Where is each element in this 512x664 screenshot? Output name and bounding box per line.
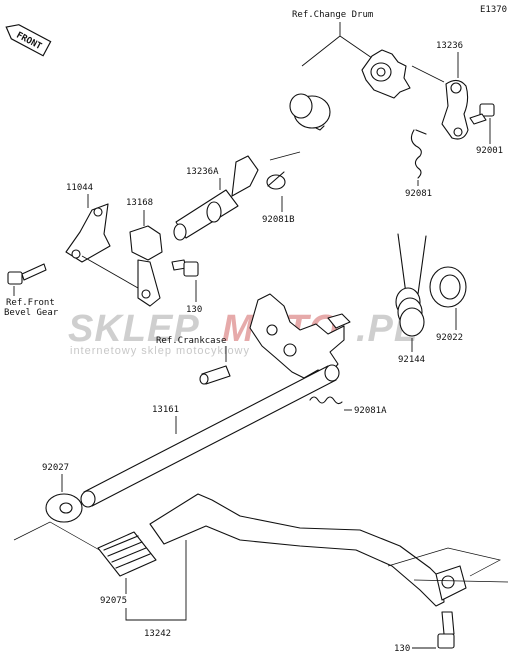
change-drum-cam xyxy=(289,93,331,131)
crankcase-pin xyxy=(199,365,231,385)
shift-plate-assembly xyxy=(249,293,351,379)
watermark-tagline: internetowy sklep motocyklowy xyxy=(70,345,250,357)
part-92081-label: 92081 xyxy=(405,189,432,199)
drum-to-lever-leader xyxy=(411,65,445,83)
watermark-brand-left: SKLEP xyxy=(68,308,200,350)
part-130-upper-bolt xyxy=(171,259,199,277)
part-13242-leader xyxy=(125,540,187,621)
part-13242-label: 13242 xyxy=(144,629,171,639)
bevel-gear-bolt xyxy=(7,263,47,285)
front-arrow-icon xyxy=(5,24,52,57)
pedal-axis-line xyxy=(387,547,509,583)
part-92081a-label: 92081A xyxy=(354,406,387,416)
part-130-lower-bolt xyxy=(437,611,455,649)
part-92027-washer xyxy=(45,493,83,523)
diagram-code: E1370 xyxy=(480,5,507,15)
part-11044-label: 11044 xyxy=(66,183,93,193)
part-92022-label: 92022 xyxy=(436,333,463,343)
ref-change-drum-label: Ref.Change Drum xyxy=(292,10,373,20)
part-13242-pedal xyxy=(149,493,467,607)
part-92081b-hatch xyxy=(269,151,301,161)
bracket-to-arm-leader xyxy=(81,255,139,289)
ref-crankcase-label: Ref.Crankcase xyxy=(156,336,226,346)
part-92022-collar xyxy=(429,266,467,308)
part-92081b-label: 92081B xyxy=(262,215,295,225)
part-92081b-clip xyxy=(266,171,286,190)
part-92081-spring xyxy=(410,129,427,179)
part-13161-shaft xyxy=(80,364,340,508)
ref-front-label: Ref.Front xyxy=(6,298,55,308)
part-13236-lever xyxy=(441,79,469,140)
part-130-upper-label: 130 xyxy=(186,305,202,315)
part-13161-label: 13161 xyxy=(152,405,179,415)
part-92001-label: 92001 xyxy=(476,146,503,156)
part-92081a-spring xyxy=(309,396,343,405)
part-13168-label: 13168 xyxy=(126,198,153,208)
part-92027-label: 92027 xyxy=(42,463,69,473)
part-92144-label: 92144 xyxy=(398,355,425,365)
washer-axis-line xyxy=(13,521,111,557)
part-13236a-label: 13236A xyxy=(186,167,219,177)
change-drum-star xyxy=(361,49,411,99)
ref-bevel-gear-label: Bevel Gear xyxy=(4,308,59,318)
front-badge: FRONT xyxy=(5,24,52,57)
part-92075-rubber xyxy=(97,531,157,577)
part-92144-torsion-spring xyxy=(395,233,427,337)
part-13236a-shaft xyxy=(173,155,259,241)
ref-change-drum-leader xyxy=(301,22,373,67)
part-92001-bolt xyxy=(469,103,495,125)
part-13236-label: 13236 xyxy=(436,41,463,51)
part-13168-arm xyxy=(129,225,163,307)
part-92075-label: 92075 xyxy=(100,596,127,606)
part-130-lower-label: 130 xyxy=(394,644,410,654)
part-11044-bracket xyxy=(65,203,111,263)
watermark: SKLEP MOTO .PL internetowy sklep motocyk… xyxy=(68,308,417,357)
